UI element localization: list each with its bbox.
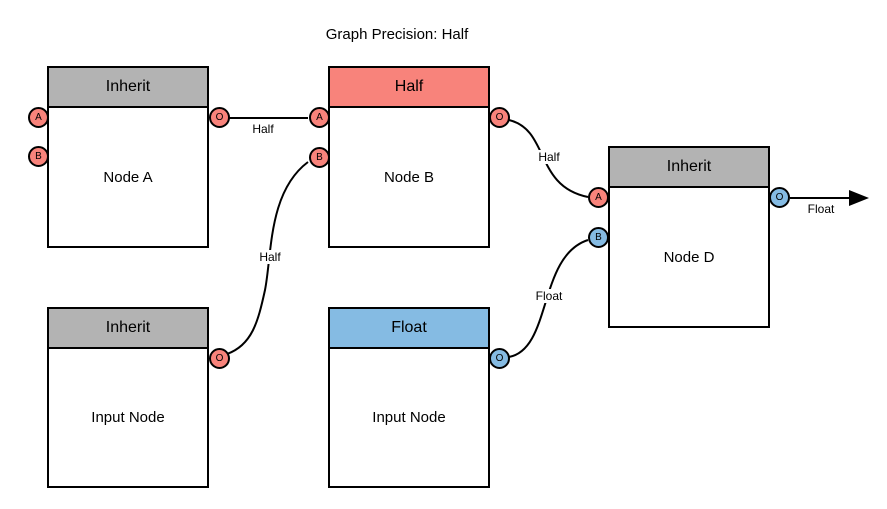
node-a[interactable]: Inherit Node A bbox=[47, 66, 209, 248]
node-d-name: Node D bbox=[663, 248, 715, 266]
node-d-port-b[interactable]: B bbox=[588, 227, 609, 248]
edge-label-nodeb-noded: Half bbox=[536, 150, 562, 164]
arrowhead-icon bbox=[849, 190, 869, 206]
node-a-name: Node A bbox=[103, 168, 153, 186]
node-b-header: Half bbox=[330, 68, 488, 108]
input-node-inherit-port-o[interactable]: O bbox=[209, 348, 230, 369]
node-d-port-a[interactable]: A bbox=[588, 187, 609, 208]
input-node-float[interactable]: Float Input Node bbox=[328, 307, 490, 488]
input-node-inherit[interactable]: Inherit Input Node bbox=[47, 307, 209, 488]
input-node-inherit-header: Inherit bbox=[49, 309, 207, 349]
edge-label-inputinherit-nodeb: Half bbox=[257, 250, 283, 264]
node-b-name: Node B bbox=[383, 168, 435, 186]
node-a-port-o[interactable]: O bbox=[209, 107, 230, 128]
node-d[interactable]: Inherit Node D bbox=[608, 146, 770, 328]
edge-label-inputfloat-noded: Float bbox=[533, 289, 565, 303]
node-b-port-o[interactable]: O bbox=[489, 107, 510, 128]
input-node-float-port-o[interactable]: O bbox=[489, 348, 510, 369]
graph-title: Graph Precision: Half bbox=[325, 26, 469, 43]
node-b[interactable]: Half Node B bbox=[328, 66, 490, 248]
edge-inputinherit-to-nodeb[interactable] bbox=[226, 161, 309, 355]
edge-label-nodea-nodeb: Half bbox=[250, 122, 276, 136]
node-b-port-a[interactable]: A bbox=[309, 107, 330, 128]
input-node-float-name: Input Node bbox=[372, 409, 446, 426]
input-node-float-header: Float bbox=[330, 309, 488, 349]
node-a-header: Inherit bbox=[49, 68, 207, 108]
node-b-port-b[interactable]: B bbox=[309, 147, 330, 168]
node-a-port-a[interactable]: A bbox=[28, 107, 49, 128]
edge-label-noded-output: Float bbox=[805, 202, 837, 216]
node-a-port-b[interactable]: B bbox=[28, 146, 49, 167]
input-node-inherit-name: Input Node bbox=[91, 409, 165, 426]
node-d-header: Inherit bbox=[610, 148, 768, 188]
node-d-port-o[interactable]: O bbox=[769, 187, 790, 208]
